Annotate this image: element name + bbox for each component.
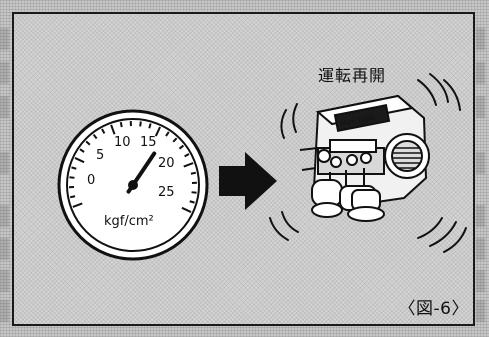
gauge-tick xyxy=(69,195,76,199)
gauge-tick-marks xyxy=(69,121,197,213)
gauge-hub xyxy=(128,180,138,190)
gauge-label-5: 5 xyxy=(96,148,104,163)
gauge-tick xyxy=(189,200,195,204)
gauge-tick xyxy=(71,166,77,170)
vibration-lines xyxy=(269,73,467,253)
gauge-tick xyxy=(101,128,106,134)
gauge-tick xyxy=(183,162,194,168)
right-arrow-icon xyxy=(219,152,277,210)
gauge-tick xyxy=(74,157,85,164)
gauge-tick xyxy=(154,126,161,137)
gauge-tick xyxy=(184,153,190,158)
gauge-label-0: 0 xyxy=(87,173,95,188)
air-compressor-illustration: Max 7000 xyxy=(299,94,430,222)
gauge-tick xyxy=(69,176,75,179)
gauge-tick xyxy=(148,123,152,129)
gauge-label-20: 20 xyxy=(158,156,175,171)
restart-operation-label: 運転再開 xyxy=(318,66,387,85)
gauge-tick xyxy=(172,137,178,143)
gauge-tick xyxy=(181,206,192,213)
gauge-label-10: 10 xyxy=(114,135,131,150)
gauge-label-25: 25 xyxy=(158,185,175,200)
gauge-tick xyxy=(190,171,197,175)
gauge-tick xyxy=(72,202,83,208)
gauge-tick xyxy=(79,148,85,153)
figure-caption: 〈図-6〉 xyxy=(398,299,469,319)
gauge-label-15: 15 xyxy=(140,135,157,150)
gauge-tick xyxy=(191,191,197,194)
gauge-tick xyxy=(92,133,98,140)
gauge-tick xyxy=(165,131,170,137)
gauge-tick xyxy=(110,124,116,135)
gauge-unit-label: kgf/cm² xyxy=(104,214,154,229)
gauge-tick xyxy=(178,144,185,150)
compressor-nameplate xyxy=(333,104,391,132)
gauge-tick xyxy=(85,140,91,146)
gauge-tick xyxy=(119,121,123,128)
gauge-tick xyxy=(139,121,142,127)
pressure-gauge: 0 5 10 15 20 25 kgf/cm² xyxy=(57,109,209,261)
